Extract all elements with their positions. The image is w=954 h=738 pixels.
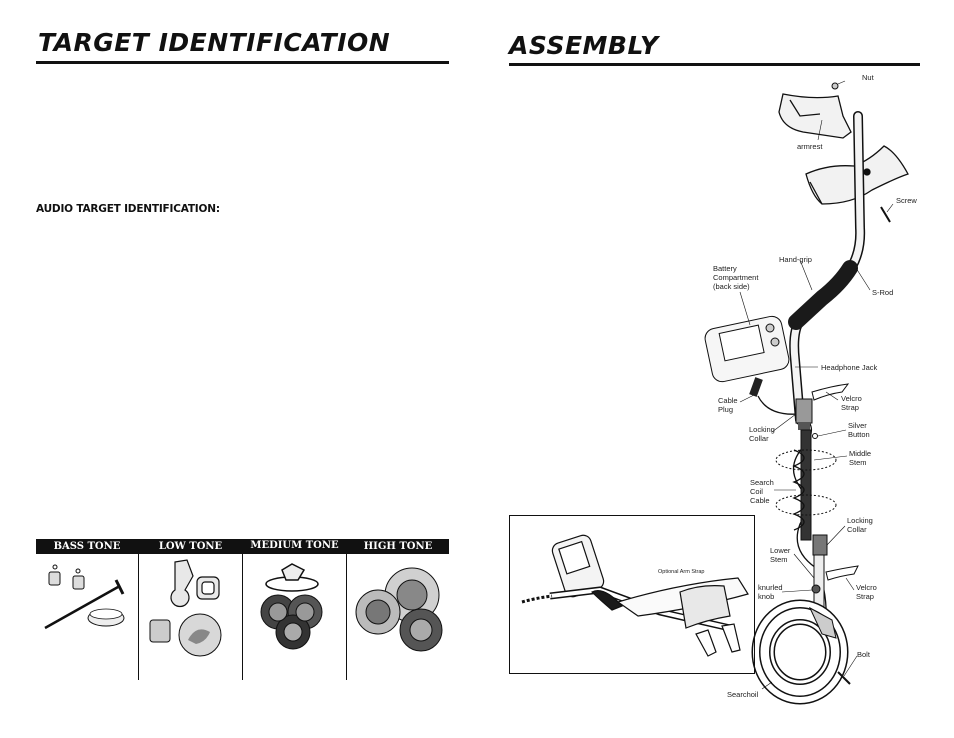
label-locking-collar-top: Locking Collar	[749, 425, 775, 443]
middle-stem	[800, 429, 812, 541]
searchcoil	[751, 599, 849, 705]
label-middle-stem: Middle Stem	[849, 449, 872, 467]
label-velcro-strap-bottom: Velcro Strap	[856, 583, 877, 601]
label-bolt: Bolt	[857, 650, 870, 659]
tone-label-high: HIGH TONE	[363, 541, 433, 552]
label-silver-button: Silver Button	[848, 421, 870, 439]
diamond-ring-icon	[265, 563, 319, 592]
label-search-coil-cable: Search Coil Cable	[750, 478, 774, 505]
tone-label-bass: BASS TONE	[53, 541, 121, 552]
earrings-icon	[48, 564, 85, 590]
left-title-rule	[36, 61, 449, 64]
tone-label-low: LOW TONE	[158, 541, 223, 552]
label-screw: Screw	[896, 196, 917, 205]
right-page-title: ASSEMBLY	[509, 31, 659, 60]
tone-label-medium: MEDIUM TONE	[250, 540, 339, 551]
quarters-icon	[355, 567, 443, 652]
bolt-icon	[837, 671, 851, 685]
arm-strap-illustration	[521, 534, 749, 657]
hand-grip	[788, 260, 858, 330]
locking-collar-top	[795, 398, 813, 424]
label-nut: Nut	[862, 73, 874, 82]
lower-stem	[813, 554, 825, 608]
earring-charm-icon	[149, 619, 171, 643]
locking-collar-bottom	[812, 534, 828, 556]
cable-plug	[749, 377, 763, 397]
label-lower-stem: Lower Stem	[770, 546, 791, 564]
audio-target-id-heading: AUDIO TARGET IDENTIFICATION:	[36, 203, 220, 215]
tone-divider-3	[346, 554, 347, 680]
label-velcro-strap-top: Velcro Strap	[841, 394, 862, 412]
tone-header-bar	[36, 539, 449, 554]
velcro-strap-bottom	[825, 565, 859, 581]
label-headphone-jack: Headphone Jack	[821, 363, 878, 372]
pennies-icon	[260, 594, 323, 650]
label-knurled-knob: knurled knob	[758, 583, 783, 601]
inset-caption: Optional Arm Strap	[658, 569, 705, 575]
label-locking-collar-bottom: Locking Collar	[847, 516, 873, 534]
label-hand-grip: Hand-grip	[779, 255, 812, 264]
label-searchcoil: Searchoil	[727, 690, 759, 699]
nut-icon	[831, 82, 839, 90]
control-box	[704, 315, 790, 383]
nail-icon	[44, 579, 125, 630]
label-s-rod: S-Rod	[872, 288, 894, 297]
silver-button	[812, 433, 818, 439]
label-battery-compartment: Battery Compartment (back side)	[713, 264, 759, 291]
velcro-strap-top	[811, 383, 850, 401]
label-armrest: armrest	[797, 142, 823, 151]
arm-strap-inset: Optional Arm Strap	[509, 515, 755, 674]
right-title-rule	[509, 63, 920, 66]
knurled-knob	[811, 584, 821, 594]
left-page-title: TARGET IDENTIFICATION	[38, 28, 391, 57]
label-cable-plug: Cable Plug	[718, 396, 738, 414]
tone-divider-2	[242, 554, 243, 680]
tone-divider-1	[138, 554, 139, 680]
screw-icon	[880, 206, 891, 223]
pull-tab-icon	[170, 559, 220, 608]
